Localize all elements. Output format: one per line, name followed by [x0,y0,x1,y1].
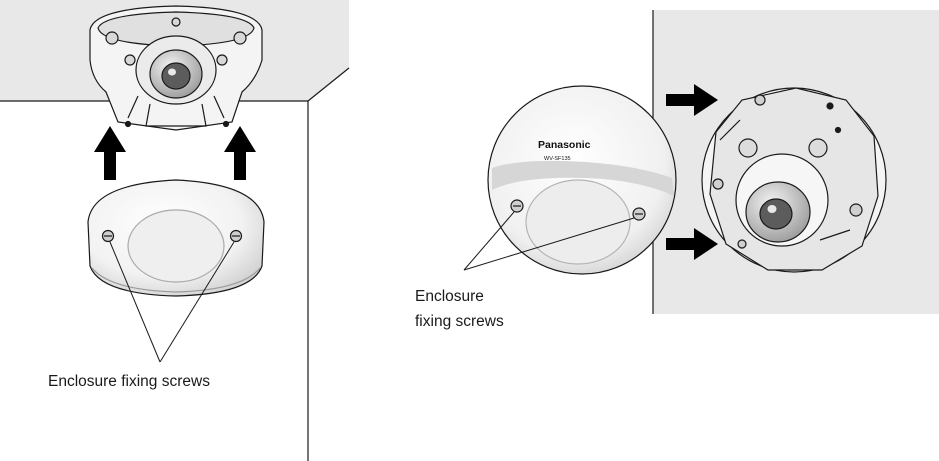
enclosure-screw-icon [103,231,114,242]
enclosure-screw-icon [511,200,523,212]
right-callout-label-line2: fixing screws [415,313,504,330]
left-callout-label: Enclosure fixing screws [48,373,210,390]
upward-arrows [94,126,256,180]
enclosure-screw-icon [231,231,242,242]
arrow-up-right-icon [224,126,256,180]
wall-camera-base-unit [702,88,886,272]
enclosure-screw-icon [633,208,645,220]
brand-logo: Panasonic [538,139,591,151]
detached-dome-cover [488,86,676,274]
camera-base-unit [90,6,262,130]
wall-mount-figure: Panasonic WV-SF135 [415,10,939,330]
arrow-up-left-icon [94,126,126,180]
model-number: WV-SF135 [544,156,571,162]
dome-cover [88,180,264,296]
right-callout-label-line1: Enclosure [415,288,484,305]
ceiling-mount-figure: Enclosure fixing screws [0,0,349,461]
